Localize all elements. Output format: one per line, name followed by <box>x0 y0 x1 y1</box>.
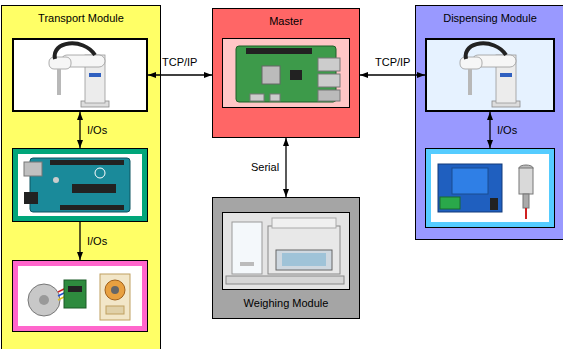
raspberry-pi <box>236 46 340 102</box>
edge-label: I/Os <box>87 124 107 137</box>
edge-label: I/Os <box>497 124 517 137</box>
module-box: Dispensing Module <box>415 5 563 240</box>
module-box: Master <box>212 8 360 138</box>
edge-label: Serial <box>251 161 279 174</box>
scara-robot <box>460 43 520 107</box>
connector-arrow <box>285 138 286 197</box>
edge-label-holder: Serial <box>251 161 279 174</box>
image-box <box>222 212 350 290</box>
image-box <box>425 38 555 112</box>
edge-label-holder: I/Os <box>87 235 107 248</box>
edge-label-holder: TCP/IP <box>375 56 410 69</box>
image-box <box>12 38 148 112</box>
image-box <box>425 148 555 228</box>
module-box: Transport Module <box>1 5 161 349</box>
image-box <box>12 260 148 332</box>
module-box: Weighing Module <box>212 197 360 319</box>
scara-robot <box>49 43 109 107</box>
connector-arrow <box>79 222 80 260</box>
edge-label: I/Os <box>87 235 107 248</box>
relay-and-valve <box>431 154 549 222</box>
module-title: Weighing Module <box>244 297 329 310</box>
precision-balance <box>226 218 344 284</box>
connector-arrow <box>79 112 80 148</box>
connector-arrow <box>489 112 490 148</box>
edge-label-holder: TCP/IP <box>162 56 197 69</box>
image-box <box>12 148 148 222</box>
image-box <box>222 38 350 108</box>
module-title: Master <box>269 15 303 28</box>
edge-label: TCP/IP <box>375 56 410 69</box>
connector-arrow <box>360 74 425 75</box>
module-title: Dispensing Module <box>443 12 537 25</box>
stepper-motor <box>18 266 142 326</box>
edge-label-holder: I/Os <box>87 124 107 137</box>
edge-label-holder: I/Os <box>497 124 517 137</box>
module-title: Transport Module <box>38 12 124 25</box>
connector-arrow <box>148 74 212 75</box>
edge-label: TCP/IP <box>162 56 197 69</box>
arduino-board <box>18 154 142 216</box>
